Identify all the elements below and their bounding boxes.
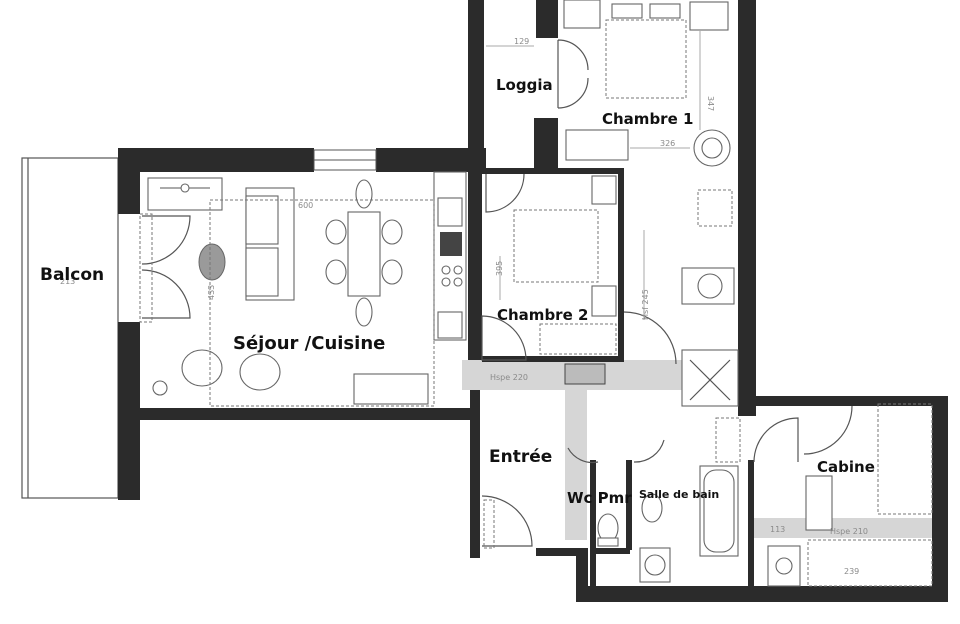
- cabine-fixtures: [753, 403, 933, 587]
- dim-chambre1-w: 326: [660, 139, 675, 148]
- label-wc: Wc Pmr: [567, 489, 632, 507]
- chambre2-furniture: [481, 173, 617, 361]
- label-chambre2: Chambre 2: [497, 306, 588, 324]
- dim-chambre2-h: 395: [495, 261, 504, 276]
- dim-hsf: Hsf 245: [641, 289, 650, 320]
- label-balcon: Balcon: [40, 265, 104, 285]
- walls: [118, 0, 948, 602]
- dim-cabine-a: 113: [770, 525, 785, 534]
- dim-sejour-h: 433: [207, 285, 216, 300]
- dim-degagement: Hspe 220: [490, 373, 528, 382]
- shower-area: [564, 230, 739, 407]
- label-sejour: Séjour /Cuisine: [233, 333, 385, 354]
- dim-cabine-b: Hspe 210: [830, 527, 868, 536]
- label-sdb: Salle de bain: [639, 488, 719, 501]
- dim-chambre1-h: 347: [706, 96, 715, 111]
- label-chambre1: Chambre 1: [602, 110, 693, 128]
- label-cabine: Cabine: [817, 458, 875, 476]
- dim-balcon: 213: [60, 277, 75, 286]
- dim-cabine-c: 239: [844, 567, 859, 576]
- windows: [313, 149, 377, 171]
- dim-loggia: 129: [514, 37, 529, 46]
- balcon-outline: [21, 157, 119, 499]
- sejour-furniture: [139, 171, 467, 407]
- entree-bath-fixtures: [481, 417, 741, 583]
- room-labels: Balcon Séjour /Cuisine Loggia Chambre 1 …: [40, 76, 875, 507]
- dim-sejour-w: 600: [298, 201, 313, 210]
- chambre1-furniture: [486, 0, 733, 227]
- dimension-labels: 213 600 433 129 326 347 395 Hsf 245 Hspe…: [60, 37, 868, 576]
- label-loggia: Loggia: [496, 76, 553, 94]
- label-entree: Entrée: [489, 447, 552, 467]
